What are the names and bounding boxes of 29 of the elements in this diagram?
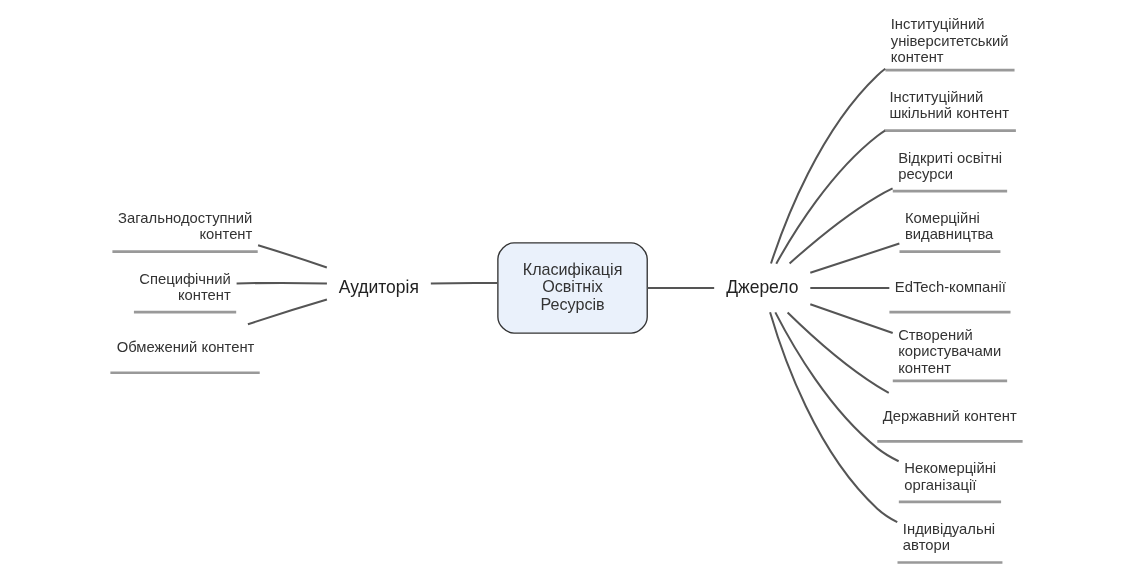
connector (646, 287, 714, 289)
node-text: Інституційний шкільний контент (888, 89, 1009, 122)
node-text: Аудиторія (338, 276, 419, 297)
connector (774, 129, 886, 265)
node-text: Державний контент (882, 407, 1017, 424)
connector (769, 67, 886, 264)
node-text: Відкриті освітні ресурси (897, 149, 1002, 182)
node-text: Комерційні видавництва (904, 210, 993, 243)
connector (247, 298, 327, 326)
node-text: Індивідуальні автори (902, 520, 995, 554)
connector (788, 187, 893, 265)
node-text: Інституційний університетський контент (890, 16, 1009, 65)
connector (257, 244, 327, 269)
connector (430, 281, 498, 285)
connector (809, 242, 900, 274)
connector (768, 312, 898, 524)
node-text: Джерело (725, 276, 798, 297)
connector (809, 287, 889, 289)
node-text: Створений користувачами контент (897, 327, 1001, 376)
connector (773, 311, 899, 463)
node-text: Специфічний контент (138, 270, 231, 303)
node-text: Некомерційні організації (903, 460, 996, 493)
node-box: Класифікація Освітніх Ресурсів (496, 242, 648, 334)
connector (809, 303, 893, 335)
node-text: Обмежений контент (116, 339, 254, 356)
connector (786, 311, 889, 394)
connector (236, 281, 327, 285)
node-text: EdTech-компанії (894, 278, 1006, 295)
node-text: Загальнодоступний контент (117, 210, 252, 243)
